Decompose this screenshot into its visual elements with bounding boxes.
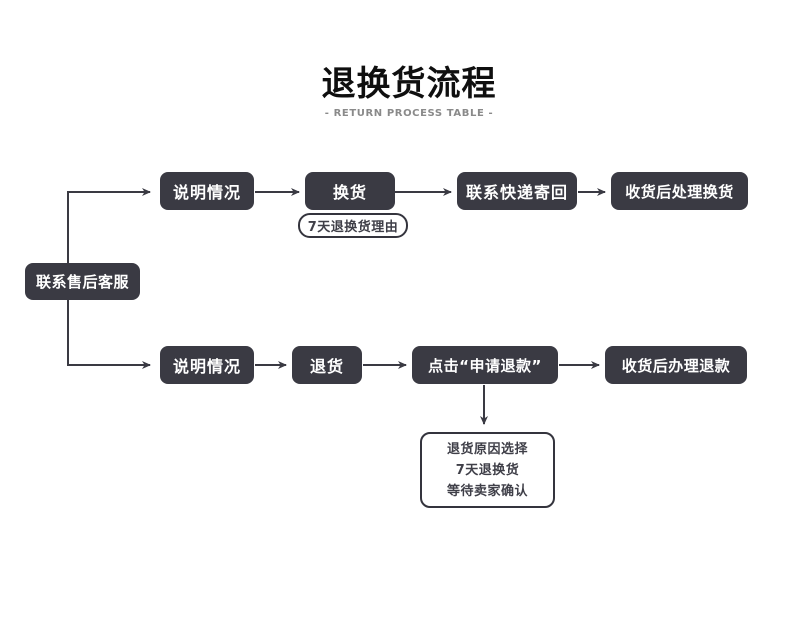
note-label: 7天退换货理由: [307, 220, 399, 235]
node-label: 说明情况: [172, 183, 241, 202]
node-explain-situation-refund: 说明情况: [160, 346, 254, 384]
node-label: 收货后办理退款: [621, 356, 731, 375]
note-line: 等待卖家确认: [446, 483, 528, 499]
node-handle-exchange-after-receipt: 收货后处理换货: [611, 172, 748, 210]
node-label: 退货: [309, 357, 344, 376]
node-label: 联系快递寄回: [465, 183, 568, 202]
note-line: 退货原因选择: [446, 441, 528, 457]
flowchart-header: 退换货流程 - RETURN PROCESS TABLE -: [0, 64, 790, 119]
node-return-goods: 退货: [292, 346, 362, 384]
node-label: 换货: [332, 183, 367, 202]
node-contact-courier-return: 联系快递寄回: [457, 172, 577, 210]
node-contact-customer-service: 联系售后客服: [25, 263, 140, 300]
node-handle-refund-after-receipt: 收货后办理退款: [605, 346, 747, 384]
note-7day-exchange-reason: 7天退换货理由: [298, 213, 408, 238]
node-exchange-goods: 换货: [305, 172, 395, 210]
node-label: 联系售后客服: [35, 273, 129, 291]
node-click-apply-refund: 点击“申请退款”: [412, 346, 558, 384]
node-explain-situation-exchange: 说明情况: [160, 172, 254, 210]
note-refund-details: 退货原因选择 7天退换货 等待卖家确认: [420, 432, 555, 508]
node-label: 点击“申请退款”: [428, 356, 542, 375]
note-line: 7天退换货: [455, 462, 520, 478]
page-subtitle: - RETURN PROCESS TABLE -: [324, 108, 494, 119]
page-title: 退换货流程: [321, 64, 497, 104]
node-label: 收货后处理换货: [625, 182, 734, 201]
node-label: 说明情况: [172, 357, 241, 376]
